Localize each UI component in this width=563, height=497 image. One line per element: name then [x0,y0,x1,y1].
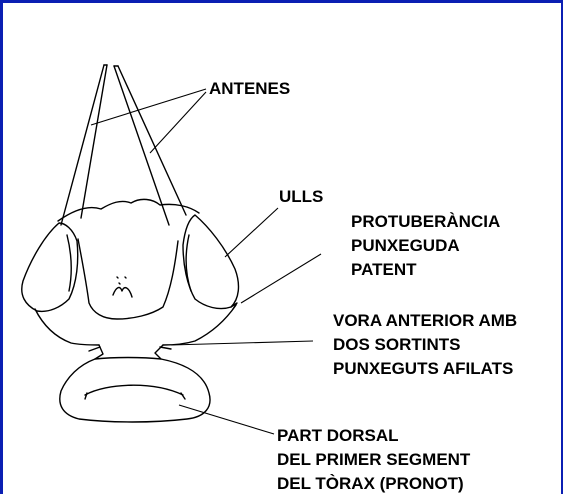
eyes-drawing [22,215,239,311]
label-pronotum-line-1: PART DORSAL [277,426,399,445]
leader-protuberance [241,254,321,303]
leader-antennae-left [91,89,206,125]
label-pronotum-line-2: DEL PRIMER SEGMENT [277,450,471,469]
leader-antennae-right [150,92,206,153]
leader-pronotum [179,405,274,434]
anterior-edge-drawing [89,345,171,359]
label-protuberance-line-2: PUNXEGUDA [351,236,460,255]
labels: ANTENES ULLS PROTUBERÀNCIA PUNXEGUDA PAT… [209,79,517,493]
label-antennae: ANTENES [209,79,290,98]
leader-eyes [225,208,278,257]
label-anterior-edge-line-1: VORA ANTERIOR AMB [333,311,517,330]
label-pronotum-line-3: DEL TÒRAX (PRONOT) [277,474,464,493]
leader-lines [91,89,321,434]
label-eyes: ULLS [279,187,323,206]
pronotum-drawing [60,359,210,422]
label-protuberance-line-1: PROTUBERÀNCIA [351,212,500,231]
label-protuberance-line-3: PATENT [351,260,417,279]
insect-head-diagram: ANTENES ULLS PROTUBERÀNCIA PUNXEGUDA PAT… [3,3,563,497]
label-anterior-edge-line-3: PUNXEGUTS AFILATS [333,359,513,378]
head-capsule-drawing [35,199,236,345]
label-anterior-edge-line-2: DOS SORTINTS [333,335,461,354]
